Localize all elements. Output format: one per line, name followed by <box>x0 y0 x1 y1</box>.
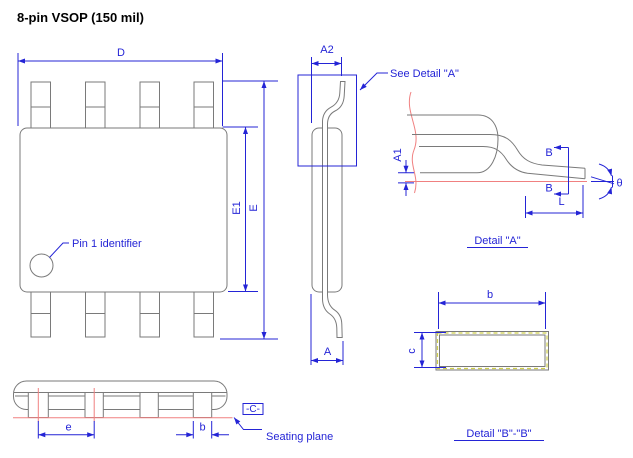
package-body-top-view <box>19 127 228 293</box>
top-view: Pin 1 identifier D E1 E <box>17 47 278 340</box>
dim-c-tick-lines <box>414 332 446 368</box>
lead-center-lines <box>37 388 95 422</box>
dim-e-label: E <box>248 204 260 211</box>
dim-theta-arc-bottom <box>598 186 613 200</box>
seating-plane-note: Seating plane <box>266 431 333 443</box>
dim-theta-label: θ <box>616 178 622 190</box>
see-detail-note: See Detail "A" <box>390 68 459 80</box>
datum-c-label: -C- <box>246 404 260 415</box>
pin-outline <box>30 81 214 128</box>
dim-a-label: A <box>324 346 332 358</box>
dim-l-label: L <box>558 196 564 208</box>
dim-d-extension-lines <box>17 53 223 126</box>
lead-section-outer <box>435 331 549 371</box>
dim-b-extension-lines <box>438 292 546 329</box>
pin1-identifier-dot <box>29 253 54 278</box>
page-title: 8-pin VSOP (150 mil) <box>17 10 144 25</box>
dim-e-label: e <box>65 422 71 434</box>
dim-b-label: b <box>199 422 205 434</box>
package-body-bottom-view <box>13 380 228 410</box>
lead-profile <box>322 81 346 338</box>
lead-bottom-edge <box>419 146 586 180</box>
detail-b-caption: Detail "B"-"B" <box>466 428 531 440</box>
dim-c-label: c <box>406 348 418 354</box>
dim-d-label: D <box>117 47 125 59</box>
dim-theta-arc-top <box>598 163 613 177</box>
dim-a2-label: A2 <box>320 44 333 56</box>
datum-c-box <box>242 403 264 415</box>
side-view: A2 A See Detail "A" <box>297 44 459 365</box>
detail-b-view: b c Detail "B"-"B" <box>406 289 549 441</box>
pin-outline <box>30 292 214 338</box>
section-bb-label-top: B <box>545 147 552 159</box>
dim-e-tick-lines <box>220 80 278 340</box>
dim-a2-extension-lines <box>311 57 342 123</box>
section-bb-label-bottom: B <box>545 183 552 195</box>
dim-b-label: b <box>487 289 493 301</box>
pin1-note: Pin 1 identifier <box>72 238 142 250</box>
detail-a-caption: Detail "A" <box>474 235 520 247</box>
bottom-view: e b -C- Seating plane <box>13 380 333 443</box>
detail-a-callout-box <box>297 74 357 167</box>
see-detail-leader-line <box>359 72 388 91</box>
dim-a1-label: A1 <box>392 148 404 161</box>
seating-plane-leader-line <box>233 417 262 430</box>
pin1-leader-line <box>49 242 69 258</box>
lead-section-inner <box>439 334 546 367</box>
break-line <box>408 91 417 194</box>
lead-top-edge <box>412 134 586 169</box>
body-end-outline <box>407 114 499 174</box>
detail-a-view: A1 B B L θ Detail "A" <box>392 91 623 248</box>
dim-theta-reference-lines <box>590 175 615 188</box>
section-hatch <box>436 332 548 370</box>
dim-e1-label: E1 <box>231 201 243 214</box>
